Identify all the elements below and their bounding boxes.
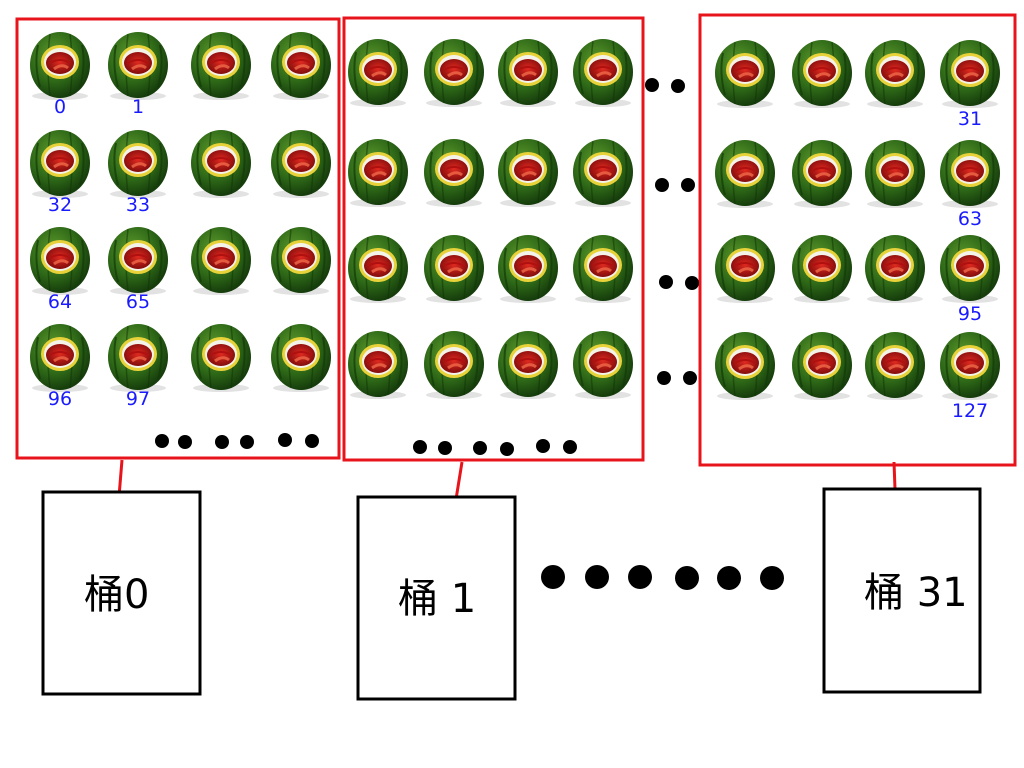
screaming-watermelon-icon — [189, 30, 253, 102]
screaming-watermelon-icon — [863, 233, 927, 305]
screaming-watermelon-icon — [106, 225, 170, 297]
screaming-watermelon-icon — [790, 38, 854, 110]
bucket-box-31 — [822, 487, 982, 694]
screaming-watermelon-icon — [189, 128, 253, 200]
item-number-label: 96 — [48, 388, 72, 410]
item-number-label: 31 — [958, 108, 982, 130]
screaming-watermelon-icon — [496, 329, 560, 401]
screaming-watermelon-icon — [346, 233, 410, 305]
screaming-watermelon-icon — [863, 138, 927, 210]
bucket-label-0: 桶0 — [84, 572, 149, 618]
screaming-watermelon-icon — [713, 330, 777, 402]
screaming-watermelon-icon — [571, 329, 635, 401]
screaming-watermelon-icon — [938, 233, 1002, 305]
screaming-watermelon-icon — [713, 233, 777, 305]
screaming-watermelon-icon — [790, 330, 854, 402]
item-number-label: 95 — [958, 303, 982, 325]
screaming-watermelon-icon — [28, 322, 92, 394]
screaming-watermelon-icon — [346, 37, 410, 109]
screaming-watermelon-icon — [713, 138, 777, 210]
item-number-label: 65 — [126, 291, 150, 313]
screaming-watermelon-icon — [422, 233, 486, 305]
screaming-watermelon-icon — [106, 322, 170, 394]
screaming-watermelon-icon — [269, 225, 333, 297]
screaming-watermelon-icon — [422, 137, 486, 209]
item-number-label: 63 — [958, 208, 982, 230]
bucket-label-1: 桶 1 — [398, 576, 476, 622]
item-number-label: 33 — [126, 194, 150, 216]
screaming-watermelon-icon — [28, 30, 92, 102]
screaming-watermelon-icon — [189, 225, 253, 297]
screaming-watermelon-icon — [938, 38, 1002, 110]
screaming-watermelon-icon — [269, 128, 333, 200]
screaming-watermelon-icon — [346, 329, 410, 401]
screaming-watermelon-icon — [496, 233, 560, 305]
screaming-watermelon-icon — [269, 30, 333, 102]
item-number-label: 97 — [126, 388, 150, 410]
screaming-watermelon-icon — [790, 138, 854, 210]
screaming-watermelon-icon — [713, 38, 777, 110]
screaming-watermelon-icon — [863, 38, 927, 110]
screaming-watermelon-icon — [863, 330, 927, 402]
item-number-label: 64 — [48, 291, 72, 313]
screaming-watermelon-icon — [28, 128, 92, 200]
item-number-label: 32 — [48, 194, 72, 216]
group-box-31 — [698, 13, 1017, 467]
screaming-watermelon-icon — [790, 233, 854, 305]
screaming-watermelon-icon — [496, 37, 560, 109]
item-number-label: 127 — [952, 400, 988, 422]
ellipsis-dots — [155, 78, 784, 590]
screaming-watermelon-icon — [106, 128, 170, 200]
screaming-watermelon-icon — [571, 37, 635, 109]
screaming-watermelon-icon — [938, 330, 1002, 402]
group-box-0 — [15, 17, 341, 460]
item-number-label: 0 — [54, 96, 66, 118]
screaming-watermelon-icon — [938, 138, 1002, 210]
screaming-watermelon-icon — [422, 37, 486, 109]
screaming-watermelon-icon — [571, 233, 635, 305]
screaming-watermelon-icon — [269, 322, 333, 394]
screaming-watermelon-icon — [346, 137, 410, 209]
item-number-labels: 0 1 32 33 64 65 96 97 31 63 95 127 — [48, 96, 988, 422]
screaming-watermelon-icon — [571, 137, 635, 209]
item-number-label: 1 — [132, 96, 144, 118]
screaming-watermelon-icon — [189, 322, 253, 394]
screaming-watermelon-icon — [106, 30, 170, 102]
bucket-label-31: 桶 31 — [864, 570, 968, 616]
watermelon-grid — [28, 30, 1002, 402]
screaming-watermelon-icon — [422, 329, 486, 401]
bucket-box-0 — [41, 490, 202, 696]
group-box-1 — [342, 16, 645, 462]
screaming-watermelon-icon — [496, 137, 560, 209]
screaming-watermelon-icon — [28, 225, 92, 297]
bucket-box-1 — [356, 495, 517, 701]
